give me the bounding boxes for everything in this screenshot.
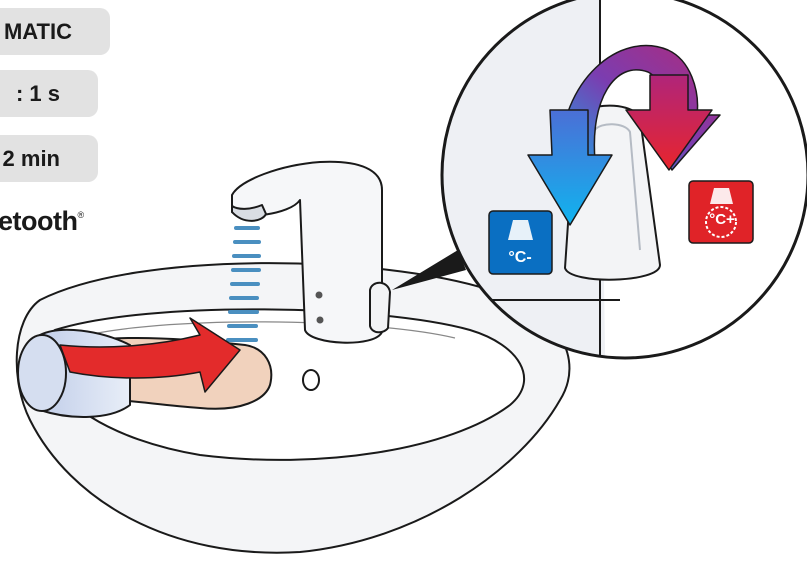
cold-water-icon: °C- [489, 211, 552, 274]
detail-circle: °C- °C+ [440, 0, 807, 560]
hot-water-icon: °C+ [689, 181, 753, 243]
svg-text:°C-: °C- [508, 249, 531, 266]
svg-text:°C+: °C+ [709, 211, 735, 228]
